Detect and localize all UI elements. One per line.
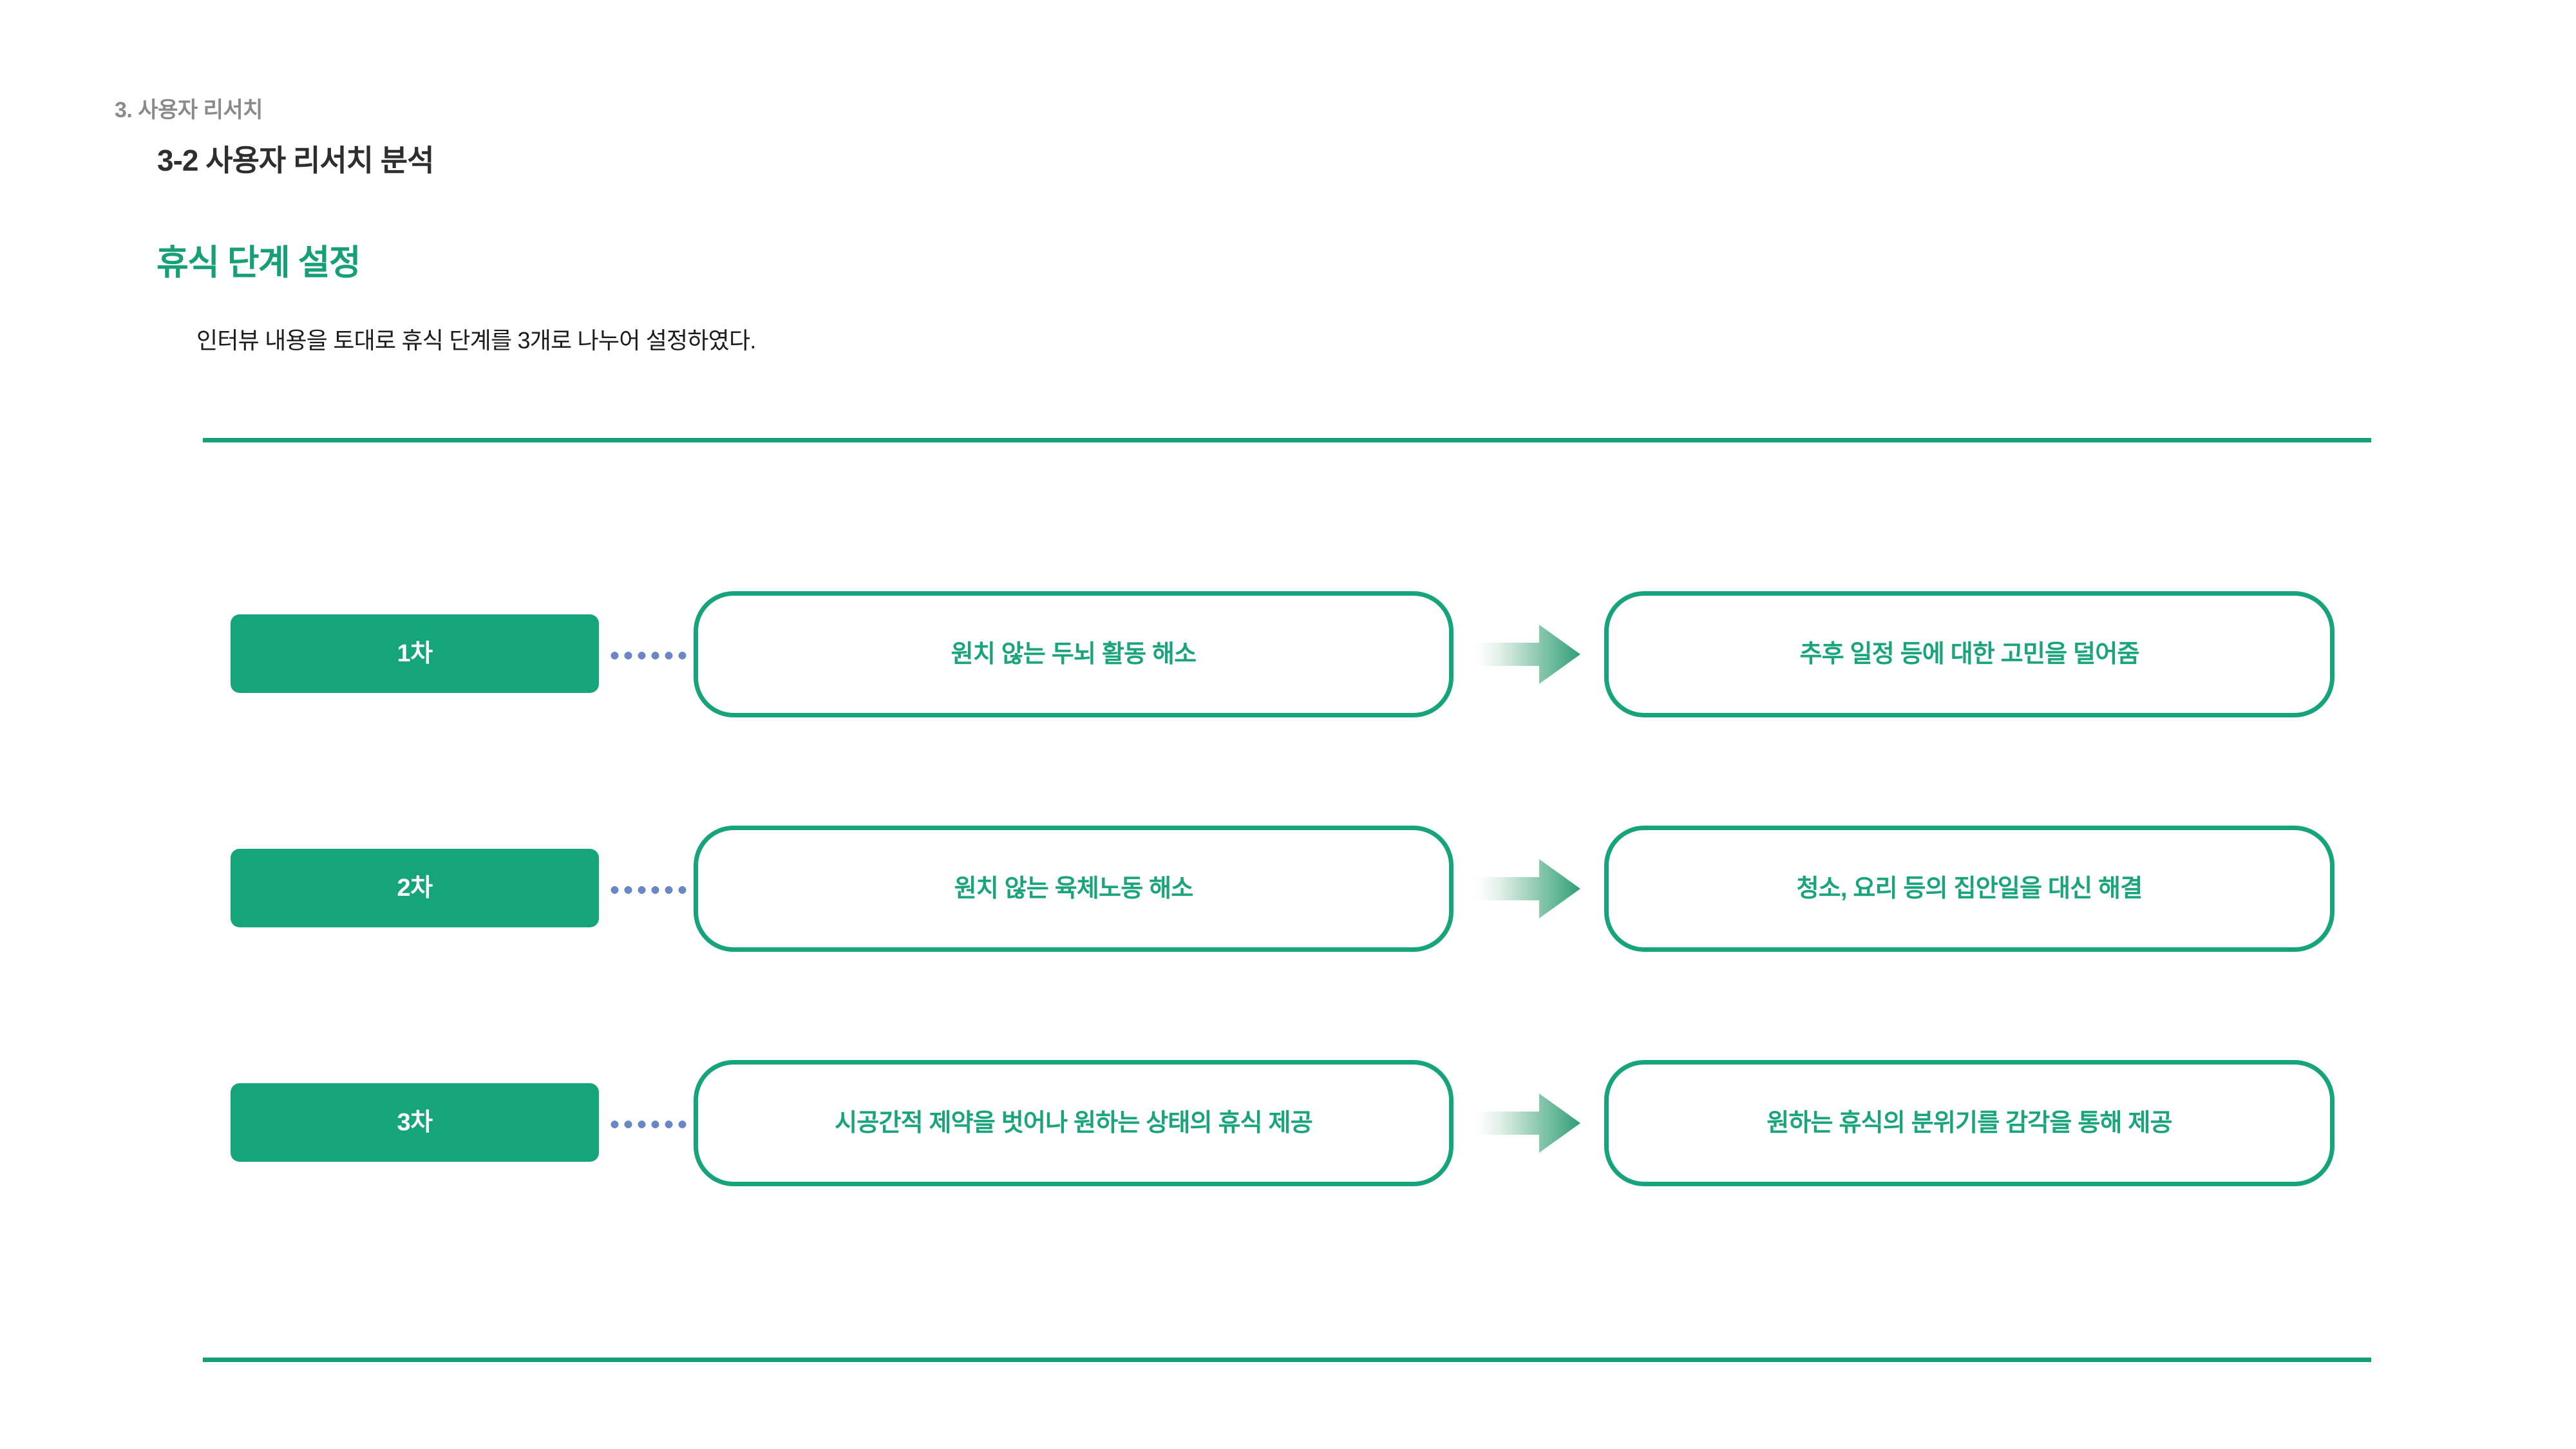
- stage-badge-2[interactable]: 2차: [231, 849, 599, 927]
- stage-badge-3[interactable]: 3차: [231, 1083, 599, 1162]
- right-arrow-icon: [1477, 625, 1580, 684]
- right-arrow-icon: [1477, 859, 1580, 918]
- page-title: 휴식 단계 설정: [156, 243, 361, 282]
- flow-row: 1차 원치 않는 두뇌 활동 해소 추후 일정 등에 대한 고민을 덜어줌: [0, 590, 2576, 719]
- cause-box-label: 시공간적 제약을 벗어나 원하는 상태의 휴식 제공: [835, 1110, 1313, 1137]
- cause-box-1[interactable]: 원치 않는 두뇌 활동 해소: [694, 591, 1454, 717]
- dotted-line-icon: [608, 652, 690, 659]
- cause-box-label: 원치 않는 육체노동 해소: [954, 875, 1194, 902]
- section-title: 3-2 사용자 리서치 분석: [157, 144, 434, 177]
- stage-badge-label: 1차: [397, 640, 433, 667]
- dotted-line-icon: [608, 1121, 690, 1128]
- divider-top: [203, 438, 2371, 442]
- cause-box-label: 원치 않는 두뇌 활동 해소: [951, 641, 1197, 668]
- cause-box-3[interactable]: 시공간적 제약을 벗어나 원하는 상태의 휴식 제공: [694, 1060, 1454, 1186]
- effect-box-label: 추후 일정 등에 대한 고민을 덜어줌: [1799, 641, 2139, 668]
- stage-badge-1[interactable]: 1차: [231, 614, 599, 693]
- right-arrow-icon: [1477, 1094, 1580, 1153]
- stage-badge-label: 3차: [397, 1109, 433, 1136]
- effect-box-2[interactable]: 청소, 요리 등의 집안일을 대신 해결: [1604, 826, 2334, 952]
- breadcrumb: 3. 사용자 리서치: [115, 98, 263, 122]
- cause-box-2[interactable]: 원치 않는 육체노동 해소: [694, 826, 1454, 952]
- effect-box-3[interactable]: 원하는 휴식의 분위기를 감각을 통해 제공: [1604, 1060, 2334, 1186]
- flow-row: 2차 원치 않는 육체노동 해소 청소, 요리 등의 집안일을 대신 해결: [0, 824, 2576, 953]
- effect-box-label: 원하는 휴식의 분위기를 감각을 통해 제공: [1766, 1110, 2172, 1137]
- flow-row: 3차 시공간적 제약을 벗어나 원하는 상태의 휴식 제공 원하는 휴식의 분위…: [0, 1059, 2576, 1188]
- divider-bottom: [203, 1358, 2371, 1362]
- effect-box-label: 청소, 요리 등의 집안일을 대신 해결: [1796, 875, 2143, 902]
- page-description: 인터뷰 내용을 토대로 휴식 단계를 3개로 나누어 설정하였다.: [196, 327, 756, 354]
- stage-badge-label: 2차: [397, 875, 433, 902]
- effect-box-1[interactable]: 추후 일정 등에 대한 고민을 덜어줌: [1604, 591, 2334, 717]
- dotted-line-icon: [608, 886, 690, 894]
